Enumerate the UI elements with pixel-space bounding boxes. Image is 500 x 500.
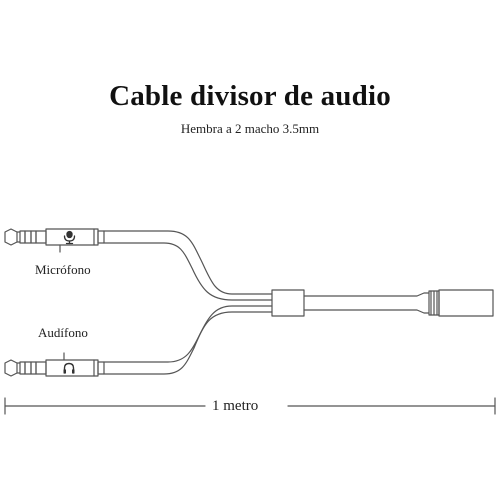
female-jack [428,289,494,317]
length-label: 1 metro [212,398,259,414]
headphone-icon [63,362,75,374]
splitter-body [271,289,305,317]
mic-plug [4,228,105,246]
headphone-plug [4,359,105,377]
mic-label: Micrófono [35,262,91,277]
microphone-icon [63,230,76,245]
main-cable [303,292,430,297]
upper-cable [103,230,273,295]
headphone-label: Audífono [38,325,88,340]
page-subtitle: Hembra a 2 macho 3.5mm [180,121,320,136]
dimension-line [4,397,496,415]
page-title: Cable divisor de audio [109,80,391,112]
lower-cable [103,311,273,375]
